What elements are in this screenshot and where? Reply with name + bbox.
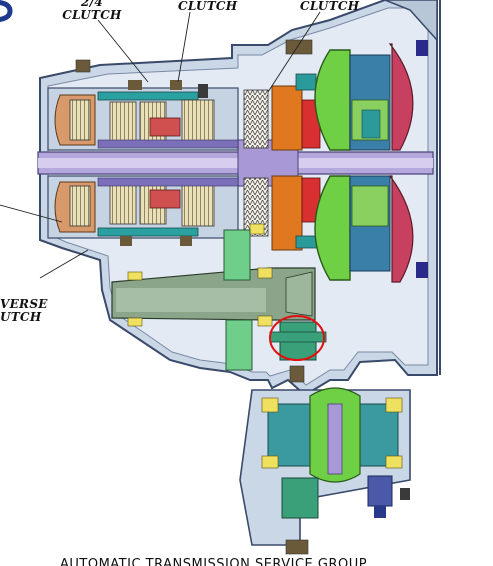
footer-caption: AUTOMATIC TRANSMISSION SERVICE GROUP <box>60 557 368 566</box>
output-gear-shaft <box>111 229 316 371</box>
planetary-section <box>243 39 321 251</box>
clutch-pack-lower <box>47 175 239 246</box>
label-reverse-clutch: VERSE UTCH <box>0 297 48 324</box>
label-2-4-clutch: 2/4 CLUTCH <box>62 0 122 26</box>
label-reverse-line2: UTCH <box>0 310 42 324</box>
label-reverse-line1: VERSE <box>0 297 48 311</box>
label-2-4-line1: 2/4 <box>81 0 103 9</box>
clutch-pack-upper <box>47 59 239 151</box>
label-clutch-top-mid: CLUTCH <box>178 0 238 13</box>
label-2-4-line2: CLUTCH <box>62 8 122 22</box>
highlighted-transfer-gear <box>269 315 327 361</box>
label-clutch-top-right: CLUTCH <box>300 0 360 13</box>
torque-converter <box>314 40 428 283</box>
leader-lines <box>0 11 321 279</box>
differential-assembly <box>239 365 411 555</box>
brand-logo-fragment <box>0 0 14 22</box>
